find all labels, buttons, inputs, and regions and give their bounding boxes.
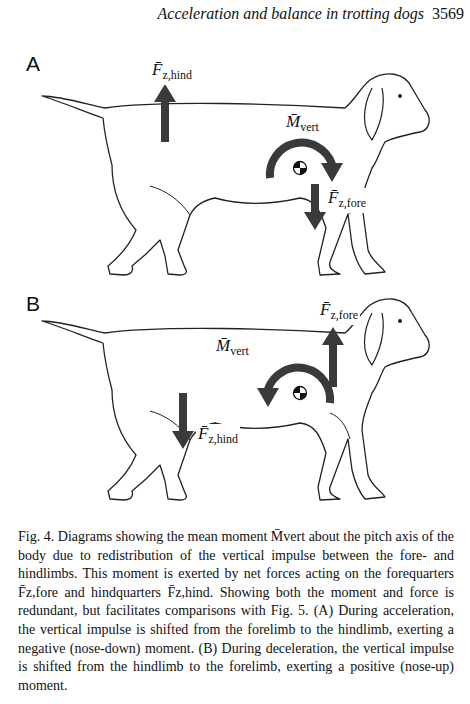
- subscript: vert: [300, 120, 319, 134]
- symbol: F̄: [328, 188, 338, 207]
- panel-letter: A: [26, 52, 40, 76]
- force-label: F̄z,fore: [318, 300, 360, 325]
- figure-caption: Fig. 4. Diagrams showing the mean moment…: [18, 528, 454, 695]
- symbol: F̄: [152, 60, 162, 79]
- page-number: 3569: [432, 5, 464, 22]
- force-label: F̄z,fore: [326, 188, 368, 213]
- panel-letter: B: [26, 292, 40, 316]
- symbol: M̄: [286, 112, 300, 131]
- force-label: F̄z,hind: [150, 60, 194, 85]
- moment-label: M̄vert: [214, 336, 251, 361]
- symbol: M̄: [216, 336, 230, 355]
- dog-panel-a: [42, 74, 429, 275]
- subscript: z,fore: [330, 308, 358, 322]
- subscript: vert: [230, 344, 249, 358]
- dog-panel-b: [42, 299, 429, 500]
- subscript: z,hind: [208, 432, 238, 446]
- symbol: F̄: [320, 300, 330, 319]
- force-label: F̄z,hind: [196, 424, 240, 449]
- moment-label: M̄vert: [284, 112, 321, 137]
- subscript: z,hind: [162, 68, 192, 82]
- header-title: Acceleration and balance in trotting dog…: [158, 5, 424, 22]
- symbol: F̄: [198, 424, 208, 443]
- subscript: z,fore: [338, 196, 366, 210]
- running-header: Acceleration and balance in trotting dog…: [158, 4, 464, 24]
